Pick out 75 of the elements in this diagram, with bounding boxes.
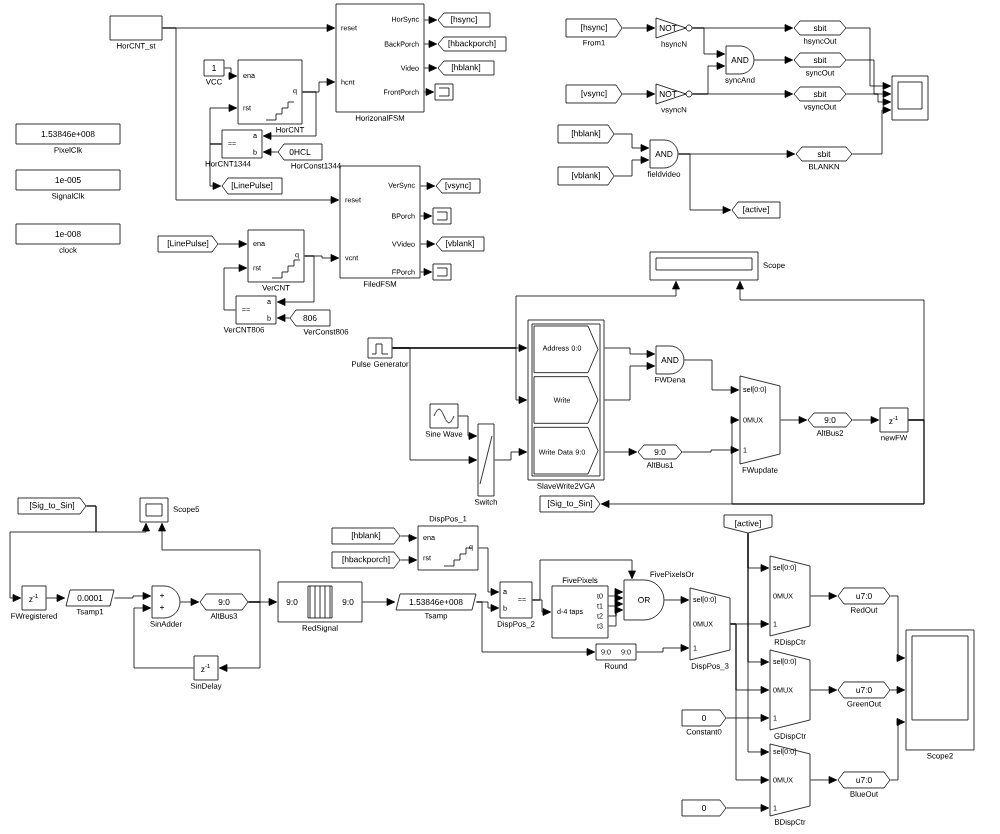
signal-line: [420, 240, 436, 248]
signal-line: [133, 604, 194, 669]
signal-line: [846, 93, 891, 106]
terminator-block: [432, 263, 452, 281]
signal-line: [604, 448, 637, 456]
signal-line: [223, 264, 248, 311]
signal-line: [209, 143, 222, 190]
signal-line: [424, 88, 434, 96]
signal-line: [846, 27, 891, 90]
signal-line: [736, 281, 925, 421]
signal-line: [604, 362, 655, 401]
signal-line: [747, 533, 769, 756]
signal-line: [400, 534, 417, 542]
terminator-block: [434, 83, 454, 101]
signal-line: [424, 64, 438, 72]
signal-line: [400, 556, 417, 564]
signal-line: [263, 91, 317, 140]
signal-line: [180, 598, 200, 606]
signal-line: [810, 776, 837, 784]
signal-line: [890, 686, 905, 694]
signal-line: [890, 718, 905, 781]
signal-line: [114, 592, 152, 600]
signal-line: [852, 106, 891, 155]
signal-line: [692, 24, 793, 32]
signal-line: [219, 601, 261, 672]
signal-line: [608, 588, 623, 597]
signal-line: [604, 347, 655, 358]
signal-line: [277, 255, 315, 306]
signal-line: [730, 623, 769, 784]
signal-line: [608, 594, 623, 607]
signal-line: [420, 212, 432, 220]
signal-line: [478, 547, 499, 596]
signal-line: [532, 559, 636, 601]
signal-line: [852, 416, 879, 424]
signal-line: [810, 686, 837, 694]
signal-line: [218, 240, 248, 248]
signal-line: [392, 281, 680, 349]
signal-line: [86, 505, 150, 533]
signal-line: [678, 153, 731, 214]
signal-line: [614, 156, 649, 177]
signal-line: [622, 24, 655, 32]
signal-line: [726, 714, 769, 722]
signal-line: [726, 804, 769, 812]
signal-line: [46, 594, 66, 602]
signal-line: [476, 601, 595, 656]
signal-line: [614, 133, 649, 152]
signal-line: [608, 600, 623, 617]
signal-line: [458, 415, 478, 440]
signal-line: [601, 419, 925, 508]
signal-line: [846, 59, 891, 98]
signal-line: [754, 56, 793, 64]
terminator-block: [432, 207, 452, 225]
signal-line: [362, 598, 396, 606]
signal-line: [664, 596, 689, 604]
signal-line: [209, 104, 238, 145]
signal-line: [420, 268, 432, 276]
signal-line: [622, 90, 655, 98]
signal-line: [424, 16, 438, 24]
signal-line: [608, 606, 623, 627]
signal-line: [162, 27, 339, 204]
signal-line: [810, 592, 837, 600]
signal-line: [890, 595, 905, 662]
scope-block: [891, 75, 929, 121]
signal-line: [158, 522, 261, 603]
signal-line: [494, 448, 527, 461]
signal-line: [780, 416, 807, 424]
signal-line: [420, 182, 436, 190]
signal-line: [692, 90, 793, 98]
signal-line: [684, 359, 739, 394]
signal-line: [636, 644, 689, 653]
signal-line: [224, 67, 238, 80]
signal-line: [424, 40, 438, 48]
signal-line: [277, 314, 290, 322]
signal-line: [682, 446, 739, 454]
signal-line: [263, 148, 278, 156]
